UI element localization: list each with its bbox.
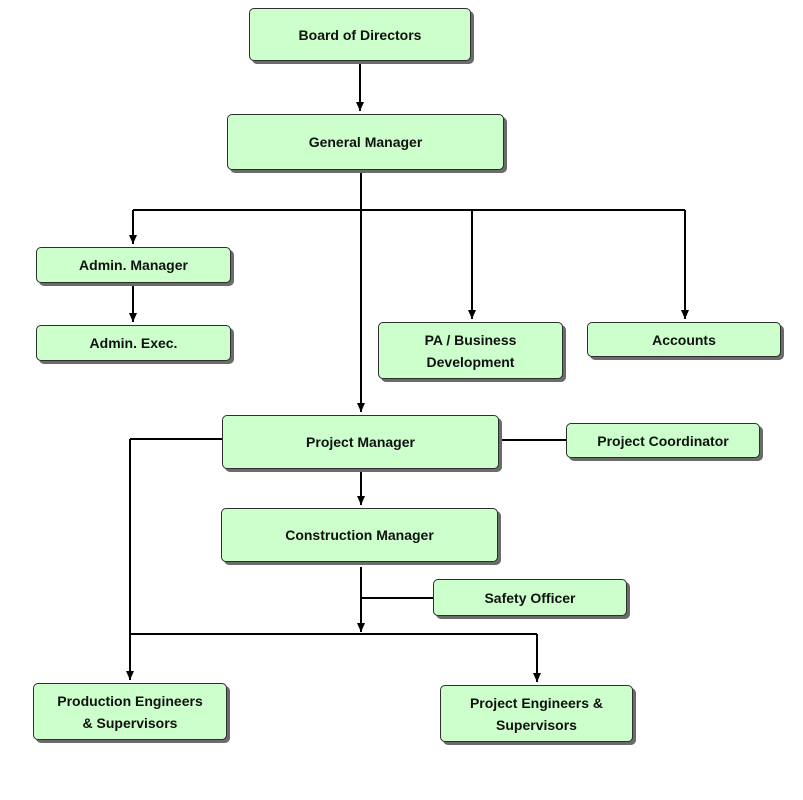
admin-manager-box: Admin. Manager <box>36 247 231 283</box>
admin-exec-box: Admin. Exec. <box>36 325 231 361</box>
safety-officer-label: Safety Officer <box>484 589 576 606</box>
production-engineers-line2: & Supervisors <box>82 714 178 731</box>
project-engineers-box: Project Engineers & Supervisors <box>440 685 633 742</box>
board-of-directors-box: Board of Directors <box>249 8 471 61</box>
project-engineers-line1: Project Engineers & <box>469 694 604 711</box>
pa-business-line1: PA / Business <box>424 331 517 348</box>
production-engineers-line1: Production Engineers <box>57 692 203 709</box>
project-manager-box: Project Manager <box>222 415 499 469</box>
construction-manager-box: Construction Manager <box>221 508 498 562</box>
project-coordinator-label: Project Coordinator <box>597 432 729 449</box>
accounts-label: Accounts <box>652 331 716 348</box>
accounts-box: Accounts <box>587 322 781 357</box>
admin-exec-label: Admin. Exec. <box>89 335 178 351</box>
project-manager-label: Project Manager <box>306 434 415 450</box>
safety-officer-box: Safety Officer <box>433 579 627 616</box>
project-engineers-line2: Supervisors <box>496 716 577 733</box>
admin-manager-label: Admin. Manager <box>79 257 188 273</box>
general-manager-box: General Manager <box>227 114 504 170</box>
general-manager-label: General Manager <box>308 134 423 150</box>
construction-manager-label: Construction Manager <box>285 527 434 543</box>
production-engineers-box: Production Engineers & Supervisors <box>33 683 227 740</box>
board-of-directors-label: Board of Directors <box>298 26 422 43</box>
project-coordinator-box: Project Coordinator <box>566 423 760 458</box>
pa-business-development-box: PA / Business Development <box>378 322 563 379</box>
pa-business-line2: Development <box>426 353 515 370</box>
